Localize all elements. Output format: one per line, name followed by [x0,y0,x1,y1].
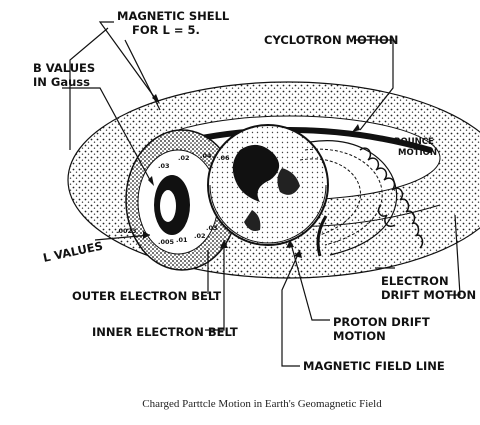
l-value-tick: .01 [176,236,188,244]
l-values-label: L VALUES [42,239,104,265]
bounce-motion-label: BOUNCE [394,137,434,147]
electron-drift-label: ELECTRON [381,274,449,288]
magnetic-shell-label: MAGNETIC SHELL [117,9,230,23]
l-value-tick: .0023 [116,227,137,235]
b-value-tick: .03 [158,162,170,170]
b-value-tick: .04 [200,152,212,160]
bounce-motion-helix [316,147,424,257]
b-values-label: B VALUES [33,61,95,75]
l-value-tick: .02 [194,232,206,240]
l-value-tick: .03 [206,224,218,232]
l-value-tick: .005 [158,238,175,246]
electron-drift-label-2: DRIFT MOTION [381,288,476,302]
bounce-motion-label-2: MOTION [398,148,437,158]
outer-electron-belt-label: OUTER ELECTRON BELT [72,289,221,303]
proton-drift-label: PROTON DRIFT [333,315,430,329]
proton-drift-label-2: MOTION [333,329,386,343]
belt-cross-section [125,129,239,271]
direction-arrows [143,94,360,258]
magnetic-field-line-label: MAGNETIC FIELD LINE [303,359,445,373]
b-value-tick: .06 [218,154,230,162]
magnetic-shell-label-l: FOR L = 5. [132,23,200,37]
figure-caption: Charged Parttcle Motion in Earth's Geoma… [142,398,382,410]
b-values-unit-label: IN Gauss [33,75,90,89]
earth-globe [207,124,329,246]
cyclotron-motion-label: CYCLOTRON MOTION [264,33,398,47]
inner-electron-belt-label: INNER ELECTRON BELT [92,325,238,339]
b-value-tick: .02 [178,154,190,162]
